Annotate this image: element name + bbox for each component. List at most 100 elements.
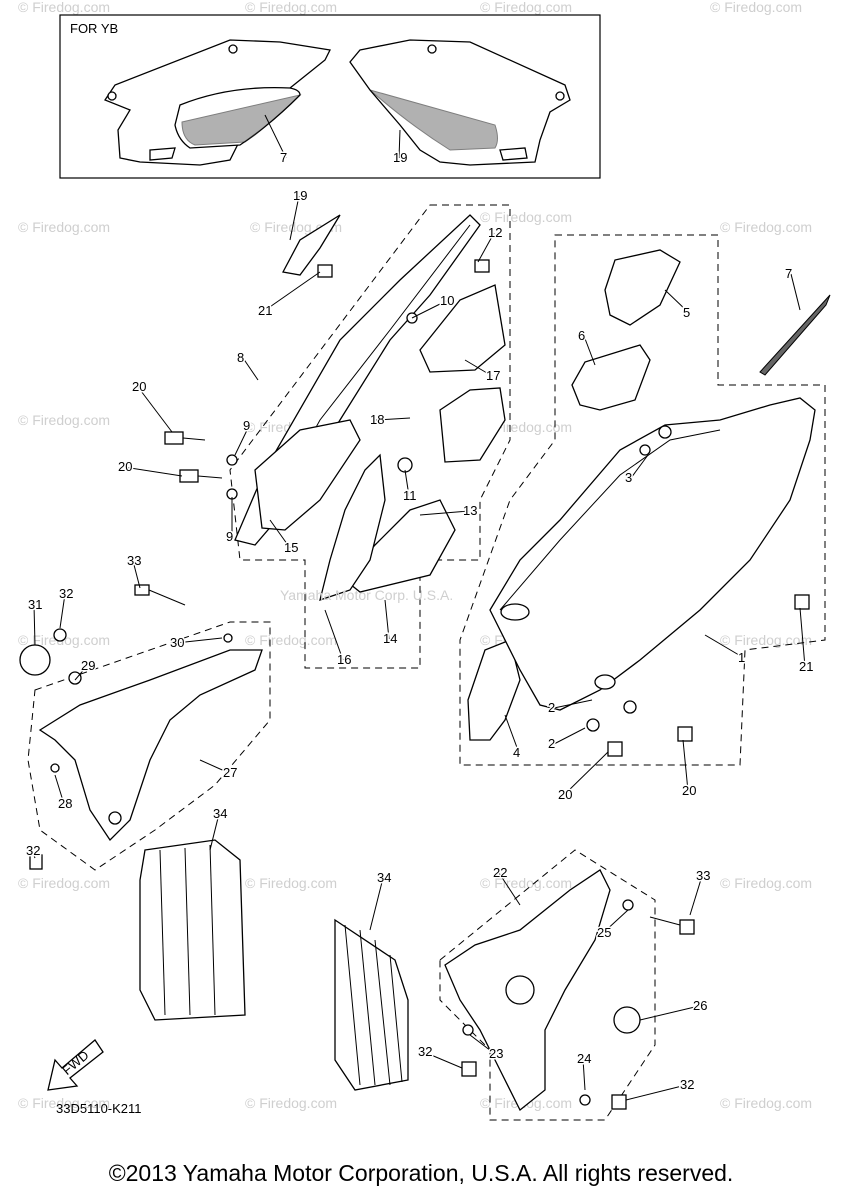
callout-leader <box>553 699 593 709</box>
callout-leader <box>664 289 690 314</box>
callout-leader <box>123 466 183 477</box>
part-4-pad <box>467 639 521 741</box>
callout-20: 20 <box>682 783 696 798</box>
part-26-emblem <box>613 1006 641 1034</box>
callout-7: 7 <box>785 266 792 281</box>
callout-leader <box>602 909 629 934</box>
callout-31: 31 <box>28 597 42 612</box>
center-watermark: Yamaha Motor Corp. U.S.A. <box>280 587 453 603</box>
watermark-text: © Firedog.com <box>18 412 110 428</box>
callout-32: 32 <box>418 1044 432 1059</box>
callout-20: 20 <box>132 379 146 394</box>
callout-leader <box>419 510 470 516</box>
callout-leader <box>704 634 745 659</box>
callout-layer: 1223456778991011121314151617181919202020… <box>25 114 815 1101</box>
callout-12: 12 <box>488 225 502 240</box>
watermark-text: © Firedog.com <box>18 0 110 15</box>
callout-leader <box>263 271 321 312</box>
callout-leader <box>264 114 287 159</box>
inset-box <box>59 14 601 179</box>
callout-15: 15 <box>284 540 298 555</box>
callout-8: 8 <box>237 350 244 365</box>
callout-29: 29 <box>81 658 95 673</box>
callout-9: 9 <box>243 418 250 433</box>
callout-leader <box>563 751 609 796</box>
callout-20: 20 <box>118 459 132 474</box>
watermark-text: © Firedog.com <box>720 875 812 891</box>
callout-13: 13 <box>463 503 477 518</box>
callout-leader <box>369 877 384 931</box>
callout-leader <box>31 850 36 859</box>
watermark-text: © Firedog.com <box>710 0 802 15</box>
part-1-side-cover <box>489 397 816 711</box>
part-15-bracket <box>254 419 361 531</box>
callout-33: 33 <box>127 553 141 568</box>
callout-leader <box>375 417 411 421</box>
callout-19: 19 <box>393 150 407 165</box>
callout-19: 19 <box>293 188 307 203</box>
callout-26: 26 <box>693 998 707 1013</box>
watermark-text: © Firedog.com <box>245 0 337 15</box>
fwd-arrow-icon: FWD <box>47 1039 104 1091</box>
part-18-pad <box>439 387 506 463</box>
watermark-text: © Firedog.com <box>18 219 110 235</box>
callout-27: 27 <box>223 765 237 780</box>
callout-leader <box>269 519 291 549</box>
inset-left-side-cover <box>104 39 331 166</box>
watermark-text: © Firedog.com <box>720 219 812 235</box>
callout-34: 34 <box>377 870 391 885</box>
callout-leader <box>242 357 259 381</box>
callout-leader <box>625 1084 687 1101</box>
callout-leader <box>74 665 88 681</box>
callout-leader <box>469 1034 496 1055</box>
callout-11: 11 <box>403 488 417 503</box>
callout-9: 9 <box>226 529 233 544</box>
callout-leader <box>209 813 220 851</box>
callout-leader <box>324 609 344 661</box>
callout-leader <box>404 469 410 497</box>
watermark-text: © Firedog.com <box>720 1095 812 1111</box>
part-34-louver-left <box>139 839 246 1021</box>
callout-leader <box>630 454 649 479</box>
callout-10: 10 <box>440 293 454 308</box>
callout-23: 23 <box>489 1046 503 1061</box>
part-7-strip <box>759 294 831 376</box>
part-5-pad <box>604 249 681 326</box>
callout-leader <box>384 599 390 640</box>
callout-leader <box>33 604 36 646</box>
callout-leader <box>553 727 586 745</box>
part-13-pad <box>344 499 456 593</box>
watermark-text: © Firedog.com <box>18 875 110 891</box>
inset-right-side-cover <box>349 39 571 166</box>
callout-leader <box>132 560 141 589</box>
callout-leader <box>689 875 703 916</box>
watermark-text: © Firedog.com <box>245 632 337 648</box>
callout-32: 32 <box>680 1077 694 1092</box>
callout-leader <box>59 593 66 629</box>
watermark-text: © Firedog.com <box>245 1095 337 1111</box>
callout-leader <box>790 273 801 311</box>
callout-4: 4 <box>513 745 520 760</box>
callout-leader <box>234 425 250 456</box>
callout-24: 24 <box>577 1051 591 1066</box>
callout-leader <box>639 1005 700 1021</box>
callout-leader <box>54 774 65 805</box>
inset-title: FOR YB <box>70 21 118 36</box>
callout-30: 30 <box>170 635 184 650</box>
callout-20: 20 <box>558 787 572 802</box>
callout-21: 21 <box>258 303 272 318</box>
callout-14: 14 <box>383 631 397 646</box>
callout-21: 21 <box>799 659 813 674</box>
callout-leader <box>464 359 493 377</box>
callout-32: 32 <box>26 843 40 858</box>
callout-5: 5 <box>683 305 690 320</box>
callout-22: 22 <box>493 865 507 880</box>
callout-leader <box>582 1058 586 1091</box>
part-code: 33D5110-K211 <box>56 1101 142 1116</box>
callout-18: 18 <box>370 412 384 427</box>
callout-leader <box>137 386 173 433</box>
callout-leader <box>583 335 596 366</box>
callout-leader <box>799 607 806 668</box>
group-outline-8 <box>229 204 511 669</box>
group-outline-1 <box>459 234 826 766</box>
